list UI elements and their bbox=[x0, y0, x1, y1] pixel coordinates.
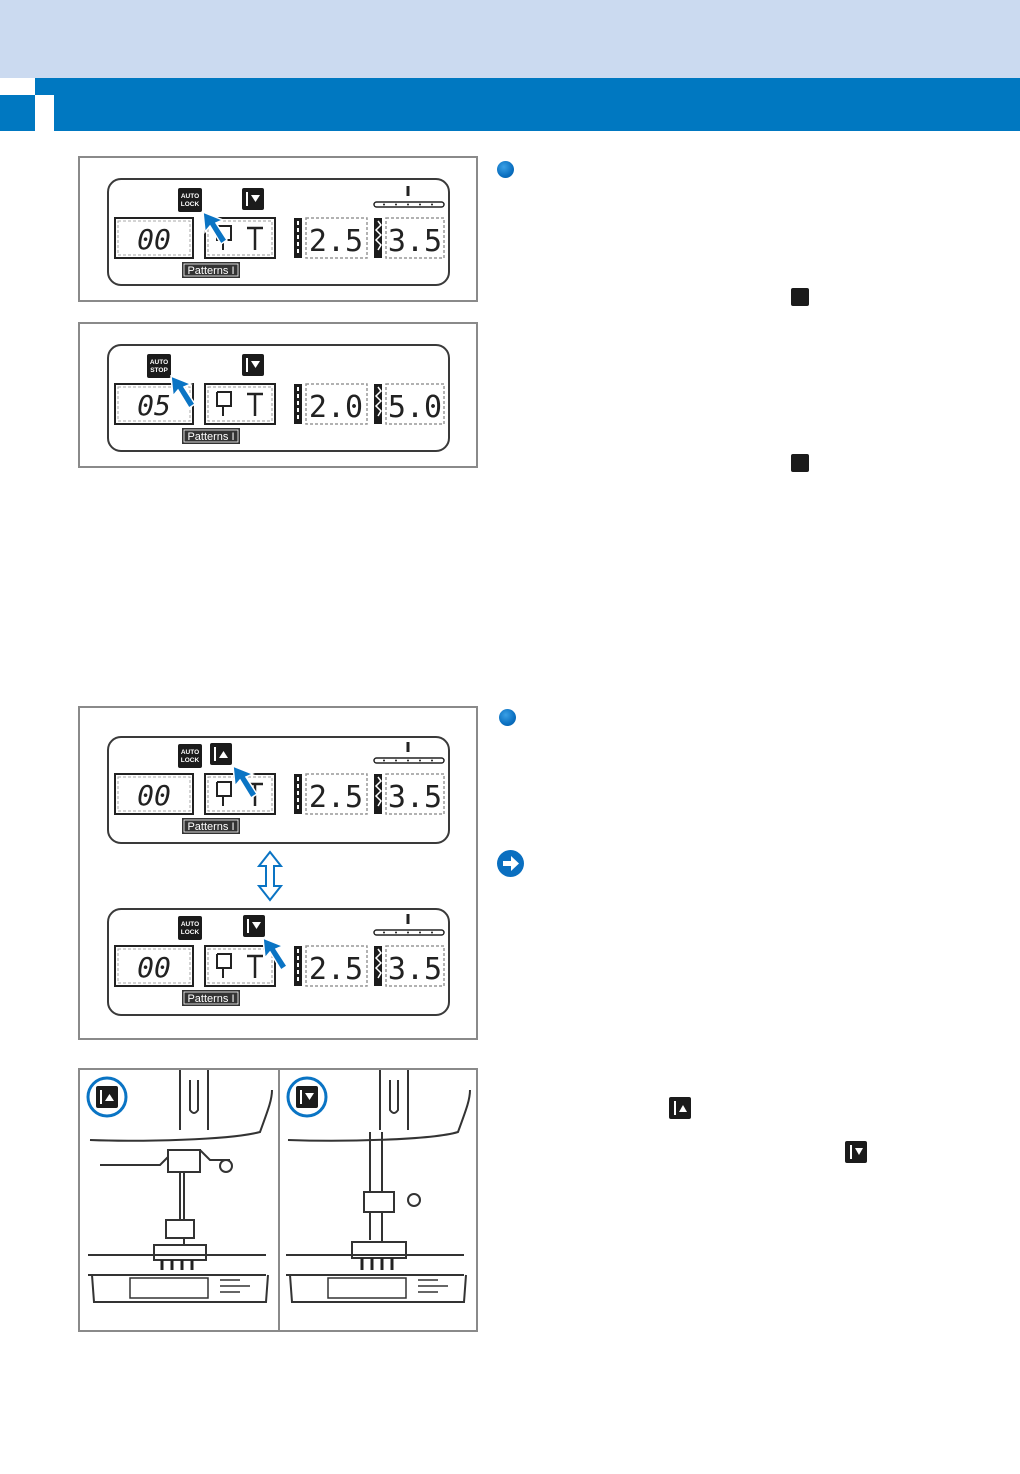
lcd-screen: AUTO STOP 05 2.0 5.0 Patterns I bbox=[114, 354, 445, 444]
stitch-width: 3.5 bbox=[388, 952, 442, 987]
needle-up-icon bbox=[86, 1076, 128, 1118]
double-arrow-icon bbox=[256, 850, 284, 902]
pattern-number: 00 bbox=[137, 223, 171, 256]
lcd-screen: AUTO LOCK 00 2.5 3.5 Patterns I bbox=[114, 740, 446, 834]
needle-down-icon bbox=[845, 1141, 867, 1163]
pattern-mode-label: Patterns I bbox=[187, 993, 234, 1005]
section-bar bbox=[0, 78, 1020, 131]
divider bbox=[278, 1070, 280, 1330]
arrow-right-icon bbox=[497, 850, 524, 877]
pattern-number: 05 bbox=[137, 389, 171, 422]
pattern-mode-label: Patterns I bbox=[187, 821, 234, 833]
lcd-screen: AUTO LOCK 00 2.5 3.5 Patterns I bbox=[114, 912, 446, 1006]
needle-down-icon bbox=[242, 188, 264, 210]
svg-text:STOP: STOP bbox=[150, 367, 168, 374]
auto-lock-icon: AUTO LOCK bbox=[178, 744, 202, 768]
header-band bbox=[0, 0, 1020, 78]
stitch-length: 2.5 bbox=[309, 224, 363, 259]
figure-needle-position: AUTO LOCK 00 2.5 3.5 Patterns I bbox=[78, 706, 478, 1040]
bar-square bbox=[0, 78, 35, 95]
pattern-number: 00 bbox=[137, 951, 171, 984]
bar-square bbox=[35, 95, 54, 114]
figure-needle-illustrations bbox=[78, 1068, 478, 1332]
machine-needle-up bbox=[86, 1070, 273, 1303]
svg-text:LOCK: LOCK bbox=[181, 929, 200, 936]
svg-text:AUTO: AUTO bbox=[181, 193, 199, 200]
svg-text:LOCK: LOCK bbox=[181, 757, 200, 764]
pointer-arrow-icon bbox=[232, 764, 259, 800]
stitch-width: 5.0 bbox=[388, 390, 442, 425]
auto-lock-icon: AUTO LOCK bbox=[178, 188, 202, 212]
stitch-length: 2.5 bbox=[309, 780, 363, 815]
bullet-marker bbox=[497, 161, 514, 178]
needle-down-icon bbox=[242, 354, 264, 376]
pattern-number: 00 bbox=[137, 779, 171, 812]
svg-text:AUTO: AUTO bbox=[150, 359, 168, 366]
pointer-arrow-icon bbox=[202, 210, 229, 246]
pattern-mode-label: Patterns I bbox=[187, 265, 234, 277]
pattern-mode-label: Patterns I bbox=[187, 431, 234, 443]
bar-square bbox=[35, 114, 54, 131]
stitch-length: 2.0 bbox=[309, 390, 363, 425]
stitch-length: 2.5 bbox=[309, 952, 363, 987]
bullet-marker bbox=[499, 709, 516, 726]
needle-down-icon bbox=[286, 1076, 328, 1118]
needle-up-icon bbox=[669, 1097, 691, 1119]
auto-stop-icon: AUTO STOP bbox=[147, 354, 171, 378]
figure-auto-lock: AUTO LOCK 00 2.5 3.5 Patterns I bbox=[78, 156, 478, 302]
figure-auto-stop: AUTO STOP 05 2.0 5.0 Patterns I bbox=[78, 322, 478, 468]
stitch-width: 3.5 bbox=[388, 224, 442, 259]
svg-text:AUTO: AUTO bbox=[181, 749, 199, 756]
needle-down-icon bbox=[243, 915, 265, 937]
lcd-panel-needle-up: AUTO LOCK 00 2.5 3.5 Patterns I bbox=[107, 736, 450, 844]
svg-text:LOCK: LOCK bbox=[181, 201, 200, 208]
machine-needle-down bbox=[286, 1070, 471, 1303]
auto-lock-icon: AUTO LOCK bbox=[178, 916, 202, 940]
lcd-panel: AUTO STOP 05 2.0 5.0 Patterns I bbox=[107, 344, 450, 452]
lcd-screen: AUTO LOCK 00 2.5 3.5 Patterns I bbox=[114, 184, 446, 278]
needle-up-icon bbox=[210, 743, 232, 765]
auto-lock-icon bbox=[791, 288, 809, 306]
lcd-panel-needle-down: AUTO LOCK 00 2.5 3.5 Patterns I bbox=[107, 908, 450, 1016]
lcd-panel: AUTO LOCK 00 2.5 3.5 Patterns I bbox=[107, 178, 450, 286]
pointer-arrow-icon bbox=[170, 374, 197, 410]
pointer-arrow-icon bbox=[262, 936, 289, 972]
auto-stop-icon bbox=[791, 454, 809, 472]
svg-text:AUTO: AUTO bbox=[181, 921, 199, 928]
stitch-width: 3.5 bbox=[388, 780, 442, 815]
